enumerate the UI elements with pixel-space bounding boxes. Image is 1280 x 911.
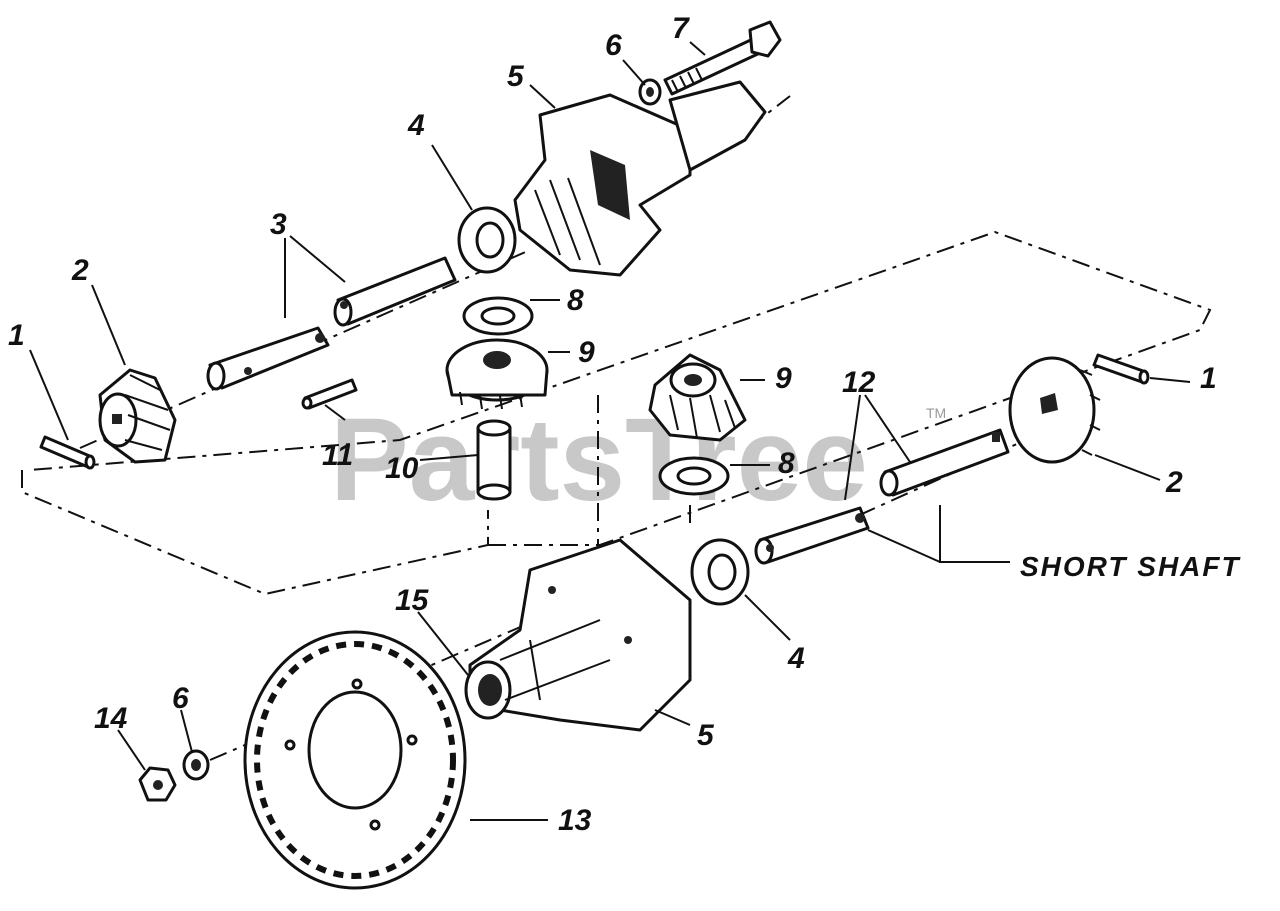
axle-shaft-3 (206, 256, 457, 391)
gear-9-left (445, 338, 549, 410)
pin-1-right (1092, 353, 1150, 385)
callout-4-bottom: 4 (787, 642, 805, 675)
pin-1-left (39, 435, 96, 470)
callout-11: 11 (322, 439, 353, 472)
short-shaft-12 (754, 428, 1010, 565)
pinion-gear-9-right (648, 353, 747, 442)
lock-washer-6-bottom (182, 749, 210, 781)
callout-10: 10 (385, 452, 419, 485)
callout-7: 7 (672, 12, 690, 45)
callout-15: 15 (395, 584, 430, 617)
callout-1-left: 1 (8, 319, 25, 352)
nut-14 (138, 766, 177, 802)
callout-14: 14 (94, 702, 128, 735)
callout-13: 13 (558, 804, 592, 837)
pin-10 (476, 419, 512, 501)
washer-8-top (462, 296, 534, 336)
callout-1-right: 1 (1200, 362, 1217, 395)
callout-5-top: 5 (507, 60, 525, 93)
sprocket-13 (243, 630, 467, 890)
callout-4-top: 4 (407, 109, 425, 142)
callout-2-left: 2 (71, 254, 89, 287)
leader-lines (29, 41, 1191, 821)
callout-3: 3 (270, 208, 287, 241)
callout-5-bottom: 5 (697, 719, 715, 752)
callout-8-top: 8 (567, 284, 584, 317)
callout-2-right: 2 (1165, 466, 1183, 499)
washer-4-bottom (690, 538, 750, 606)
callout-8-bottom: 8 (778, 447, 795, 480)
callout-9-left: 9 (578, 336, 595, 369)
housing-5-top (513, 80, 767, 277)
short-shaft-label: SHORT SHAFT (1020, 551, 1241, 582)
callout-6-top: 6 (605, 29, 622, 62)
bolt-7 (663, 20, 782, 96)
pin-11 (301, 378, 358, 410)
housing-5-bottom (464, 538, 692, 732)
washer-4-top (457, 206, 517, 274)
assembly-outline-inner (597, 395, 691, 545)
assembly-outline (21, 230, 1212, 596)
gear-2-right (1008, 356, 1101, 464)
callout-9-right: 9 (775, 362, 792, 395)
callout-6-bottom: 6 (172, 682, 189, 715)
washer-8-bottom (658, 456, 730, 496)
lock-washer-6-top (638, 78, 662, 106)
watermark-trademark: TM (926, 405, 946, 421)
pinion-gear-2-left (98, 368, 177, 464)
callout-12: 12 (842, 366, 876, 399)
